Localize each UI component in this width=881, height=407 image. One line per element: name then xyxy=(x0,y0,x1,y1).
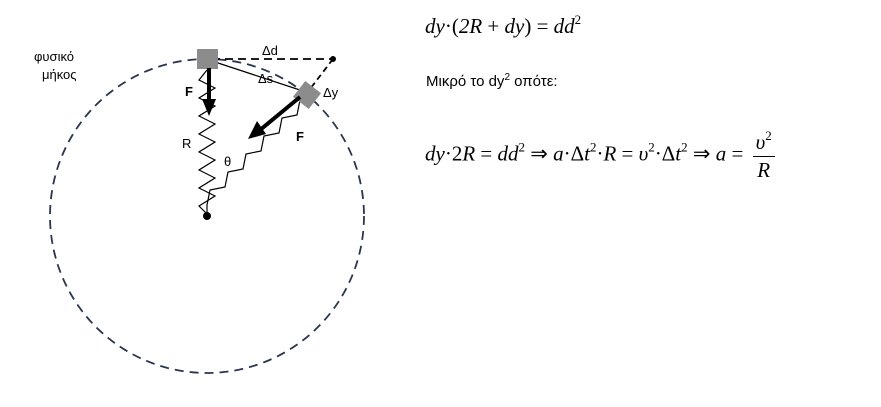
eq2-sup-2: 2 xyxy=(589,139,597,155)
note-sup: 2 xyxy=(504,72,510,83)
eq2-dot-delta-1: ·Δ xyxy=(563,141,585,166)
eq2-upsilon: υ xyxy=(638,141,649,166)
label-theta: θ xyxy=(224,154,231,169)
eq2-dy: dy xyxy=(425,141,445,166)
equation-1: dy·(2R + dy) = dd2 xyxy=(425,12,581,39)
eq1-dy2: dy xyxy=(504,14,525,38)
eq2-a: a xyxy=(553,141,564,166)
spring-rotated xyxy=(206,99,301,214)
eq2-t-1: t xyxy=(584,141,590,166)
eq1-open-paren: ( xyxy=(451,14,459,38)
force-arrowhead-rotated xyxy=(248,121,266,139)
eq2-equals-3: = xyxy=(726,141,749,166)
eq2-equals-2: = xyxy=(616,141,639,166)
label-natural-length-2: μήκος xyxy=(42,67,77,82)
eq1-dd: dd xyxy=(553,14,575,38)
mass-rotated xyxy=(292,80,322,110)
eq1-two-r: 2R xyxy=(458,14,483,38)
mass-top xyxy=(197,49,218,69)
eq2-sup-1: 2 xyxy=(518,139,526,155)
eq2-implies-1: ⇒ xyxy=(525,141,554,166)
approximation-note: Μικρό το dy2 οπότε: xyxy=(426,72,558,90)
eq1-equals: = xyxy=(531,14,554,38)
note-tail: οπότε: xyxy=(510,73,558,90)
eq1-dot: · xyxy=(444,14,452,38)
eq2-frac-denominator: R xyxy=(753,157,775,183)
label-radius: R xyxy=(182,136,191,151)
eq1-plus: + xyxy=(482,14,505,38)
eq2-equals-1: = xyxy=(475,141,498,166)
circular-motion-diagram: φυσικό μήκος Δd Δs Δy F F R θ xyxy=(34,43,365,374)
eq1-square: 2 xyxy=(574,12,582,27)
label-force-top: F xyxy=(185,84,193,99)
eq2-frac-upsilon: υ xyxy=(755,130,766,154)
chord-delta-s xyxy=(211,60,307,93)
eq2-implies-2: ⇒ xyxy=(687,141,716,166)
label-delta-y: Δy xyxy=(323,85,339,100)
eq2-dot: · xyxy=(596,141,604,166)
label-natural-length-1: φυσικό xyxy=(34,49,74,64)
tangent-end-point xyxy=(330,56,336,62)
force-arrowhead-top xyxy=(202,99,216,116)
eq2-r-2: R xyxy=(603,141,617,166)
eq2-sup-4: 2 xyxy=(681,139,688,155)
note-text: Μικρό το dy xyxy=(426,73,505,90)
eq2-frac-sup: 2 xyxy=(765,128,772,143)
spring-vertical xyxy=(197,69,217,215)
eq2-frac-r: R xyxy=(757,158,771,182)
center-point xyxy=(203,212,211,220)
eq1-dy: dy xyxy=(425,14,445,38)
force-arrow-rotated xyxy=(258,95,302,132)
eq2-dot-two: ·2 xyxy=(444,141,463,166)
eq1-close-paren: ) xyxy=(524,14,532,38)
eq2-dot-delta-2: ·Δ xyxy=(654,141,676,166)
eq2-sup-3: 2 xyxy=(648,139,655,155)
eq2-frac-numerator: υ2 xyxy=(752,128,775,157)
label-delta-d: Δd xyxy=(262,43,278,58)
displacement-line-delta-y xyxy=(309,58,334,90)
eq2-r: R xyxy=(462,141,476,166)
label-delta-s: Δs xyxy=(258,71,274,86)
eq2-t-2: t xyxy=(675,141,682,166)
eq2-a-2: a xyxy=(715,141,727,166)
eq2-dd: dd xyxy=(497,141,519,166)
label-force-right: F xyxy=(296,129,304,144)
